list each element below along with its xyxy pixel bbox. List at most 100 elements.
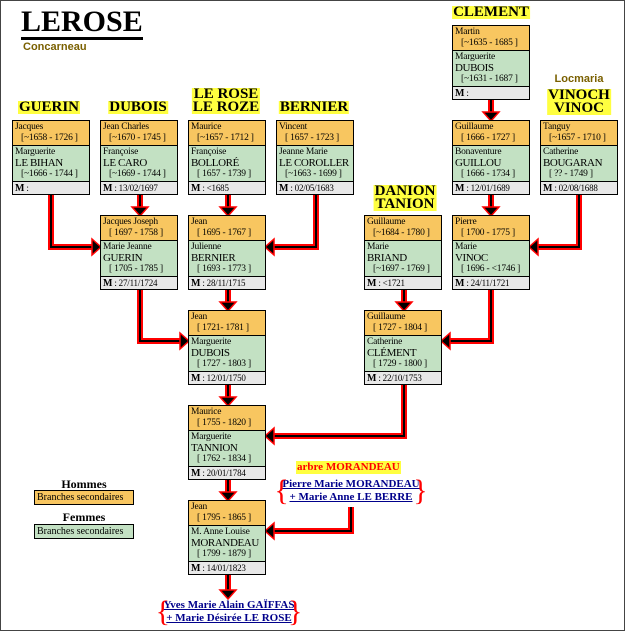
husband-dates: [ 1700 - 1775 ] <box>461 228 515 238</box>
wife-dates: [~1663 - 1699 ] <box>285 169 342 179</box>
wife-first-name: Marguerite <box>191 432 232 442</box>
wife-section: Françoise LE CARO [~1669 - 1744 ] <box>101 146 177 182</box>
wife-first-name: Françoise <box>191 147 227 157</box>
couple-box-pierre: Pierre [ 1700 - 1775 ] Marie VINOC [ 169… <box>452 215 530 290</box>
husband-name: Jean <box>191 502 208 512</box>
morandeau-link-block: { Pierre Marie MORANDEAU + Marie Anne LE… <box>274 476 427 506</box>
wife-last-name: DUBOIS <box>191 347 230 359</box>
wife-dates: [ ?? - 1749 ] <box>549 169 593 179</box>
husband-name: Jean Charles <box>103 122 149 132</box>
husband-dates: [ 1666 - 1727 ] <box>461 133 515 143</box>
wife-section: Jeanne Marie LE COROLLER [~1663 - 1699 ] <box>277 146 353 182</box>
right-brace-icon: } <box>288 595 303 628</box>
arrowhead-icon <box>263 426 275 446</box>
connector-line <box>450 288 494 344</box>
marriage-date: : 14/01/1823 <box>202 563 246 573</box>
marriage-row: M : 02/08/1688 <box>541 182 617 194</box>
legend-women-branch: Branches secondaires <box>34 524 134 539</box>
wife-dates: [ 1666 - 1734 ] <box>461 169 515 179</box>
wife-last-name: LE CARO <box>103 157 147 169</box>
husband-name: Tanguy <box>543 122 571 132</box>
husband-section: Jean [ 1721- 1781 ] <box>189 311 265 336</box>
marriage-row: M : <1685 <box>189 182 265 194</box>
husband-dates: [ 1727 - 1804 ] <box>373 323 427 333</box>
wife-last-name: BERNIER <box>191 252 236 264</box>
husband-section: Jacques Joseph [ 1697 - 1758 ] <box>101 216 177 241</box>
wife-section: Marie BRIAND [~1697 - 1769 ] <box>365 241 441 277</box>
marriage-row: M : <box>13 182 89 194</box>
wife-first-name: Marie <box>367 242 389 252</box>
marriage-date: : 22/10/1753 <box>378 373 422 383</box>
wife-dates: [~1666 - 1744 ] <box>21 169 78 179</box>
husband-dates: [ 1697 - 1758 ] <box>109 228 163 238</box>
marriage-row: M : 28/11/1715 <box>189 277 265 289</box>
marriage-row: M : <box>453 87 529 99</box>
husband-dates: [~1684 - 1780 ] <box>373 228 430 238</box>
marriage-date: : 24/11/1721 <box>466 278 510 288</box>
wife-last-name: DUBOIS <box>455 62 494 74</box>
family-name-heading: BERNIER <box>278 99 350 115</box>
wife-section: Bonaventure GUILLOU [ 1666 - 1734 ] <box>453 146 529 182</box>
couple-box-maurice1755: Maurice [ 1755 - 1820 ] Marguerite TANNI… <box>188 405 266 480</box>
wife-section: Marguerite TANNION [ 1762 - 1834 ] <box>189 431 265 467</box>
marriage-label: M <box>191 183 201 194</box>
marriage-label: M <box>191 468 201 479</box>
morandeau-link-wife[interactable]: + Marie Anne LE BERRE <box>289 491 413 503</box>
husband-name: Guillaume <box>455 122 494 132</box>
wife-first-name: Marguerite <box>191 337 232 347</box>
wife-first-name: Catherine <box>367 337 403 347</box>
legend-women-heading: Femmes <box>62 510 106 524</box>
connector-line <box>274 193 319 250</box>
husband-name: Maurice <box>191 407 222 417</box>
wife-section: Marguerite LE BIHAN [~1666 - 1744 ] <box>13 146 89 182</box>
couple-box-guillaume1727: Guillaume [ 1727 - 1804 ] Catherine CLÉM… <box>364 310 442 385</box>
descendant-link-block: { Yves Marie Alain GAÏFFAS + Marie Désir… <box>156 597 303 627</box>
husband-section: Guillaume [ 1727 - 1804 ] <box>365 311 441 336</box>
husband-dates: [ 1657 - 1723 ] <box>285 133 339 143</box>
couple-box-danion: Guillaume [~1684 - 1780 ] Marie BRIAND [… <box>364 215 442 290</box>
husband-dates: [ 1795 - 1865 ] <box>197 513 251 523</box>
arrowhead-icon <box>394 301 414 313</box>
husband-name: Jean <box>191 217 208 227</box>
wife-section: Marguerite DUBOIS [ 1727 - 1803 ] <box>189 336 265 372</box>
wife-section: M. Anne Louise MORANDEAU [ 1799 - 1879 ] <box>189 526 265 562</box>
page-subtitle: Concarneau <box>23 41 87 53</box>
descendant-link-wife[interactable]: + Marie Désirée LE ROSE <box>166 612 292 624</box>
arrowhead-icon <box>218 589 238 601</box>
husband-dates: [ 1755 - 1820 ] <box>197 418 251 428</box>
wife-last-name: MORANDEAU <box>191 537 259 549</box>
family-name-heading: CLEMENT <box>452 4 530 20</box>
connector-line <box>538 193 580 248</box>
wife-last-name: LE COROLLER <box>279 157 349 169</box>
arrowhead-icon <box>91 237 103 257</box>
wife-dates: [~1631 - 1687 ] <box>461 74 518 84</box>
wife-first-name: Marie Jeanne <box>103 242 152 252</box>
marriage-row: M : <1721 <box>365 277 441 289</box>
marriage-row: M : 02/05/1683 <box>277 182 353 194</box>
connector-line <box>139 288 180 342</box>
arrowhead-icon <box>130 206 150 218</box>
wife-first-name: Catherine <box>543 147 579 157</box>
wife-first-name: Marie <box>455 242 477 252</box>
couple-box-clement1: Martin [~1635 - 1685 ] Marguerite DUBOIS… <box>452 25 530 100</box>
family-name-heading: VINOCH VINOC <box>547 87 611 116</box>
husband-section: Vincent [ 1657 - 1723 ] <box>277 121 353 146</box>
marriage-row: M : 22/10/1753 <box>365 372 441 384</box>
arrowhead-icon <box>439 331 451 351</box>
marriage-label: M <box>103 278 113 289</box>
husband-section: Jean [ 1695 - 1767 ] <box>189 216 265 241</box>
marriage-label: M <box>455 278 465 289</box>
wife-first-name: Françoise <box>103 147 139 157</box>
husband-name: Guillaume <box>367 217 406 227</box>
wife-dates: [ 1729 - 1800 ] <box>373 359 427 369</box>
page-title: LEROSE <box>21 5 143 40</box>
descendant-link-husband[interactable]: Yves Marie Alain GAÏFFAS <box>163 599 295 611</box>
legend-men-branch: Branches secondaires <box>34 490 134 505</box>
husband-section: Martin [~1635 - 1685 ] <box>453 26 529 51</box>
marriage-label: M <box>191 373 201 384</box>
arrowhead-icon <box>179 331 191 351</box>
marriage-label: M <box>455 183 465 194</box>
husband-name: Pierre <box>455 217 477 227</box>
husband-dates: [~1635 - 1685 ] <box>461 38 518 48</box>
morandeau-link-husband[interactable]: Pierre Marie MORANDEAU <box>282 478 420 490</box>
